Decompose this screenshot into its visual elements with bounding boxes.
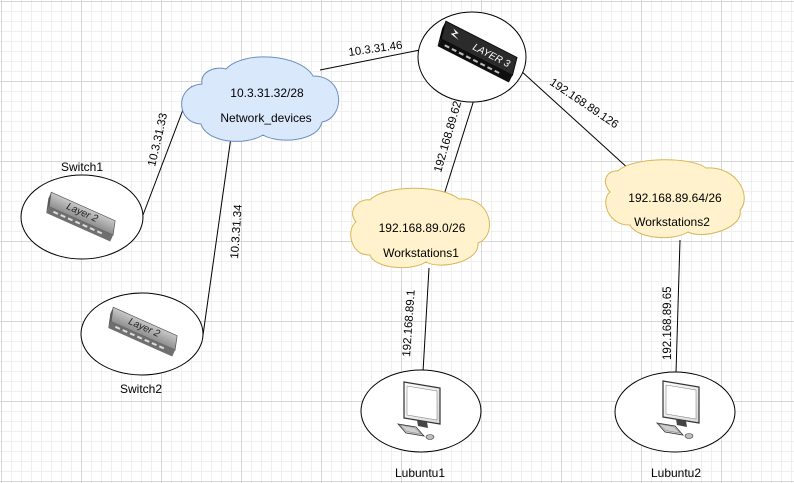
switch1-label: Switch1 <box>61 160 103 174</box>
network-name-label: Workstations2 <box>634 215 710 229</box>
network-cloud-ws1[interactable]: 192.168.89.0/26 Workstations1 <box>350 187 490 269</box>
network-subnet-label: 10.3.31.32/28 <box>230 86 304 100</box>
link-label-router-core: 10.3.31.46 <box>348 40 404 59</box>
switch2-label: Switch2 <box>120 382 162 396</box>
network-cloud-ws2[interactable]: 192.168.89.64/26 Workstations2 <box>605 159 745 239</box>
link-label-router-ws1: 192.168.89.62 <box>432 100 464 174</box>
router-icon: LAYER 3 <box>437 20 518 83</box>
router-node[interactable]: LAYER 3 <box>417 11 527 103</box>
link-ws2-pc2[interactable] <box>675 239 681 374</box>
switch1-icon: Layer 2 <box>46 191 116 242</box>
link-router-core[interactable] <box>319 49 421 71</box>
network-subnet-label: 192.168.89.64/26 <box>628 191 722 205</box>
pc2-label: Lubuntu2 <box>651 466 701 480</box>
switch2-node[interactable]: Layer 2 Switch2 <box>80 292 204 396</box>
link-router-ws2[interactable] <box>519 69 631 171</box>
lightning-icon <box>450 28 459 41</box>
link-ws1-pc1[interactable] <box>422 267 430 373</box>
cloud-shape <box>350 187 490 269</box>
pc1-label: Lubuntu1 <box>395 466 445 480</box>
link-label-ws2-pc2: 192.168.89.65 <box>662 286 674 360</box>
network-name-label: Workstations1 <box>383 246 459 260</box>
switch1-node[interactable]: Layer 2 Switch1 <box>20 160 144 260</box>
network-subnet-label: 192.168.89.0/26 <box>379 221 466 235</box>
pc2-node[interactable]: Lubuntu2 <box>614 371 736 480</box>
link-label-router-ws2: 192.168.89.126 <box>547 77 620 132</box>
link-label-ws1-pc1: 192.168.89.1 <box>401 289 418 357</box>
computer-icon <box>655 380 700 439</box>
network-cloud-core[interactable]: 10.3.31.32/28 Network_devices <box>181 56 339 142</box>
link-label-switch2-core: 10.3.31.34 <box>229 204 245 260</box>
cloud-shape <box>181 56 339 142</box>
link-router-ws1[interactable] <box>442 86 479 199</box>
link-switch2-core[interactable] <box>202 129 233 336</box>
computer-icon <box>396 381 441 440</box>
link-label-switch1-core: 10.3.31.33 <box>146 112 170 168</box>
network-name-label: Network_devices <box>220 111 311 125</box>
pc1-node[interactable]: Lubuntu1 <box>360 369 482 480</box>
cloud-shape <box>605 159 745 239</box>
